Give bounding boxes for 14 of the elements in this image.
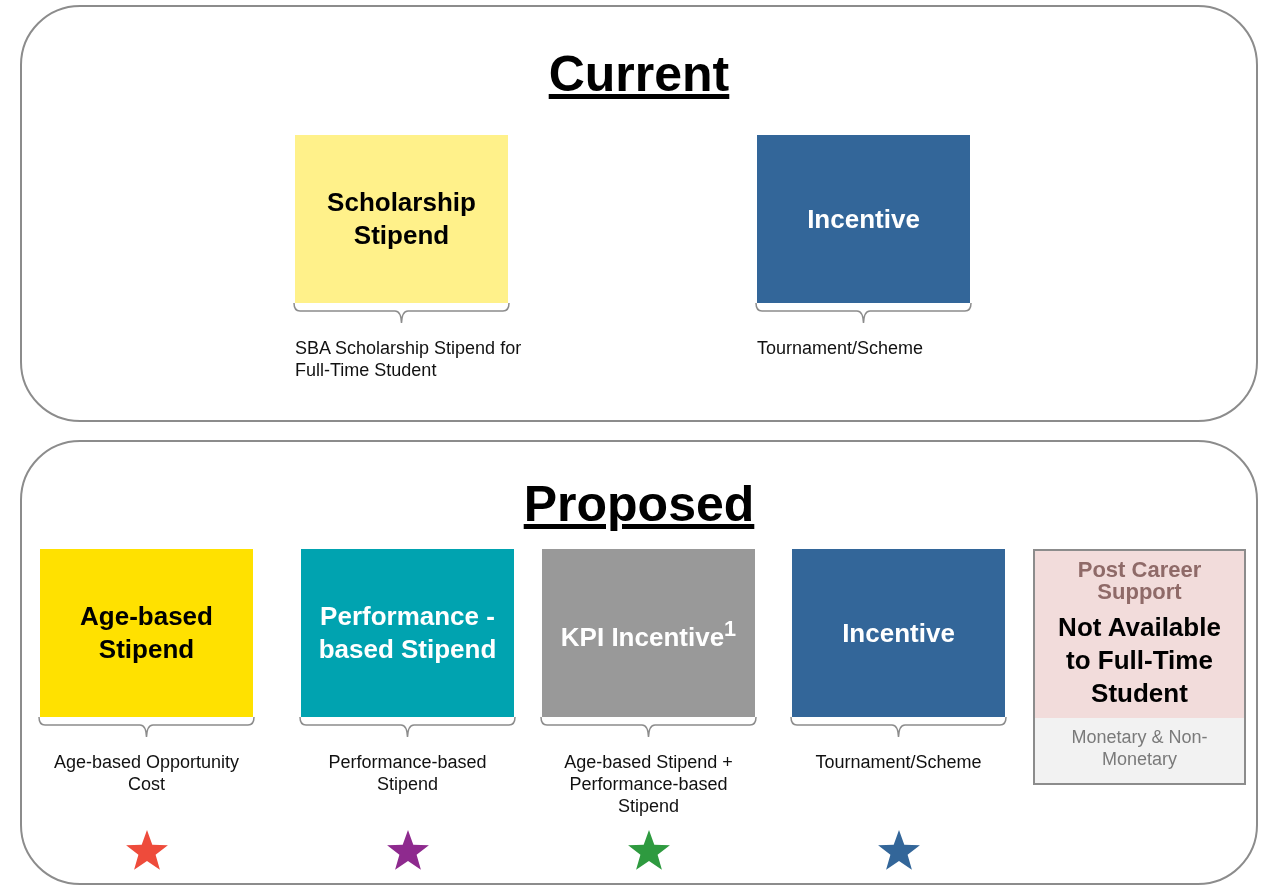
- description-text: Age-based Stipend + Performance-based Stipend: [563, 751, 734, 817]
- section-panel: [20, 440, 1258, 885]
- description-text: Age-based Opportunity Cost: [52, 751, 241, 795]
- section-title: Proposed: [523, 475, 755, 533]
- faded-label: Post Career Support: [1076, 559, 1203, 603]
- faded-label: Monetary & Non-Monetary: [1070, 726, 1209, 770]
- description-text: Tournament/Scheme: [757, 337, 925, 359]
- description-text: Tournament/Scheme: [814, 751, 983, 773]
- section-panel: [20, 5, 1258, 422]
- overlay-note: Not Available to Full-Time Student: [1057, 611, 1222, 710]
- unavailable-box: [1033, 549, 1246, 785]
- section-title: Current: [548, 45, 730, 103]
- description-text: Performance-based Stipend: [327, 751, 488, 795]
- description-text: SBA Scholarship Stipend for Full-Time Student: [295, 337, 523, 381]
